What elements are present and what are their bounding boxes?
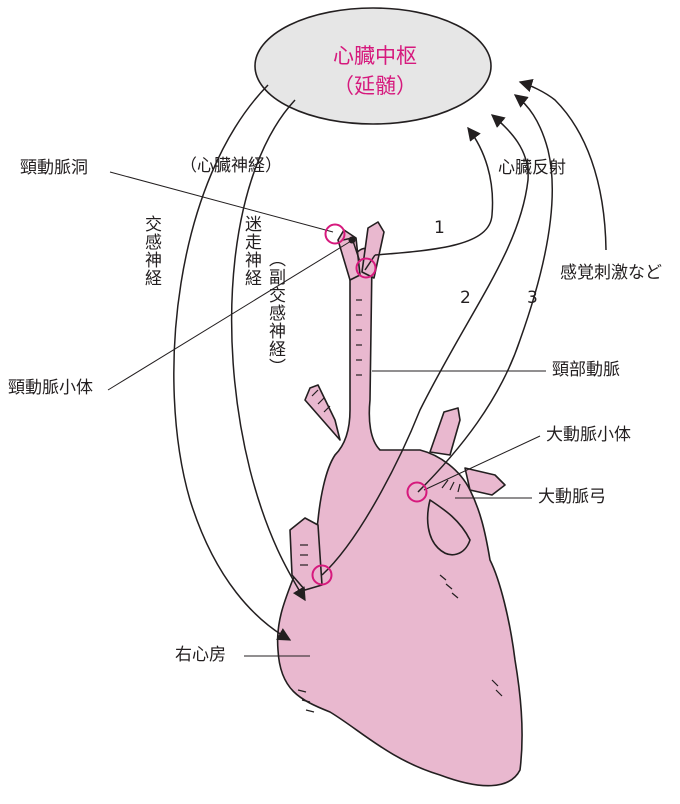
label-aortic-body: 大動脈小体 — [546, 425, 631, 445]
label-carotid-body: 頸動脈小体 — [8, 378, 93, 398]
nerve-pathways — [173, 79, 607, 641]
label-parasympathetic: （副交感神経） — [265, 250, 285, 376]
carotid-sinus-marker — [324, 223, 346, 245]
carotid-body-marker — [355, 257, 377, 279]
label-sympathetic-nerve: 交感神経 — [141, 215, 161, 287]
leader-lines — [107, 171, 546, 657]
center-subtitle: （延髄） — [333, 74, 417, 98]
vagus-nerve-path — [230, 99, 306, 602]
receptor-markers — [311, 223, 428, 586]
label-sensory-stimuli: 感覚刺激など — [560, 263, 662, 283]
pathway-1 — [374, 126, 494, 256]
label-carotid-artery: 頸部動脈 — [552, 360, 620, 380]
heart-hatching — [297, 299, 503, 713]
sympathetic-nerve-path — [173, 84, 292, 641]
label-cardiac-reflex: 心臓反射 — [498, 158, 566, 178]
center-title: 心臓中枢 — [333, 44, 417, 68]
pathway-number-1: 1 — [434, 218, 445, 238]
label-vagus-nerve: 迷走神経 — [241, 215, 261, 287]
label-cardiac-nerve: （心臓神経） — [180, 156, 282, 176]
pathway-number-2: 2 — [460, 288, 471, 308]
aortic-body-marker — [406, 481, 428, 503]
label-aortic-arch: 大動脈弓 — [538, 487, 606, 507]
label-carotid-sinus: 頸動脈洞 — [20, 158, 88, 178]
pathway-number-3: 3 — [527, 288, 538, 308]
cardiac-center-ellipse — [254, 7, 492, 125]
sensory-pathway — [518, 79, 607, 251]
heart-shape — [276, 221, 523, 787]
pathway-2 — [321, 114, 529, 576]
pathway-3 — [417, 94, 553, 493]
label-right-atrium: 右心房 — [175, 645, 226, 665]
atrium-receptor-marker — [311, 564, 333, 586]
